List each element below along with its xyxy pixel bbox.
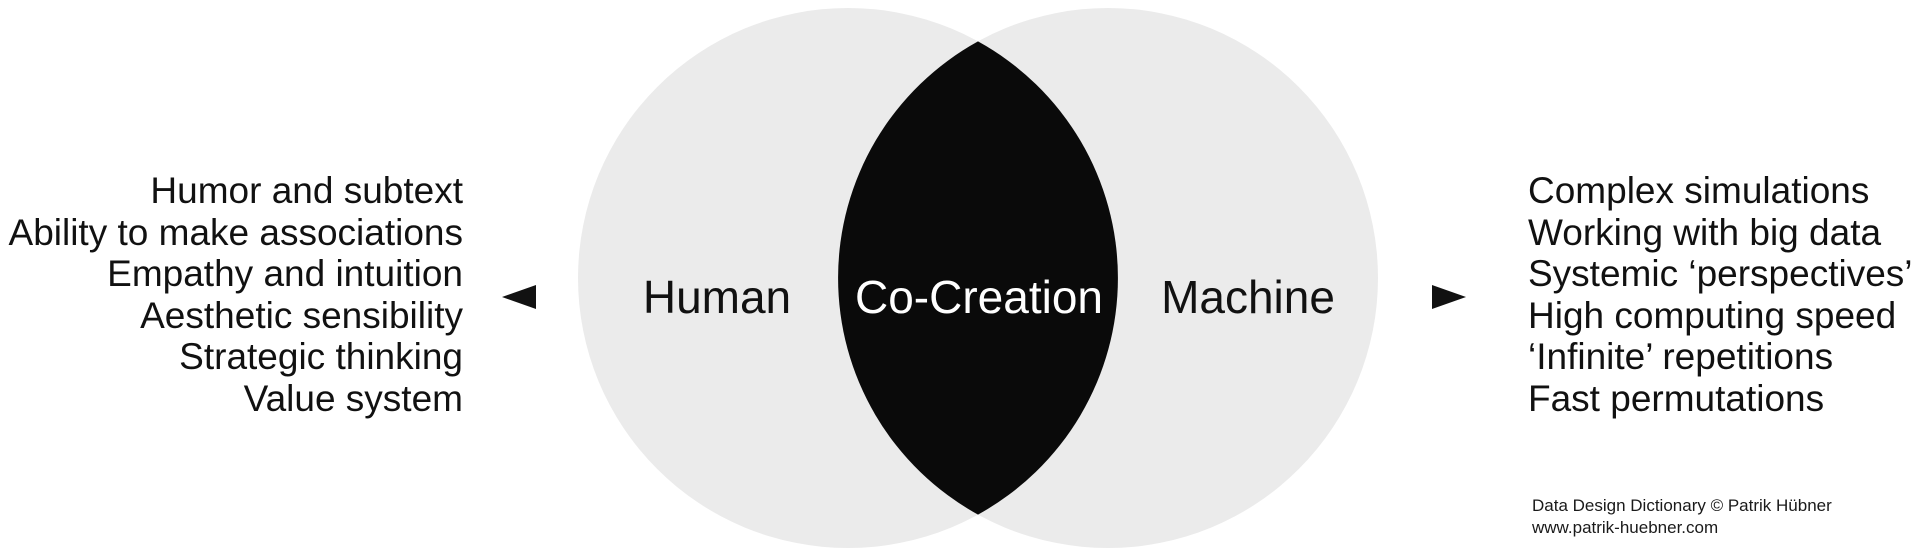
human-circle-label: Human bbox=[642, 271, 792, 323]
list-item: Working with big data bbox=[1528, 211, 1882, 253]
list-item: Complex simulations bbox=[1528, 170, 1870, 211]
list-item: Humor and subtext bbox=[150, 170, 463, 211]
list-item: Value system bbox=[243, 377, 463, 419]
list-item: ‘Infinite’ repetitions bbox=[1528, 336, 1834, 377]
list-item: Systemic ‘perspectives’ bbox=[1528, 253, 1913, 294]
machine-circle-label: Machine bbox=[1161, 271, 1335, 323]
attribution-url: www.patrik-huebner.com bbox=[1532, 518, 1719, 537]
list-item: Empathy and intuition bbox=[107, 253, 463, 294]
attribution: Data Design Dictionary © Patrik Hübner w… bbox=[1532, 495, 1832, 539]
right-arrow-icon bbox=[1432, 285, 1466, 309]
list-item: Ability to make associations bbox=[8, 211, 463, 253]
human-traits-list: Humor and subtext Ability to make associ… bbox=[0, 170, 463, 419]
attribution-credit-line: Data Design Dictionary © Patrik Hübner bbox=[1532, 496, 1832, 515]
list-item: Strategic thinking bbox=[179, 336, 463, 377]
list-item: Aesthetic sensibility bbox=[140, 294, 463, 336]
left-arrow-icon bbox=[502, 285, 536, 309]
list-item: Fast permutations bbox=[1528, 377, 1825, 419]
machine-traits-list: Complex simulations Working with big dat… bbox=[1528, 170, 1913, 419]
list-item: High computing speed bbox=[1528, 294, 1897, 336]
co-creation-label: Co-Creation bbox=[855, 271, 1103, 323]
